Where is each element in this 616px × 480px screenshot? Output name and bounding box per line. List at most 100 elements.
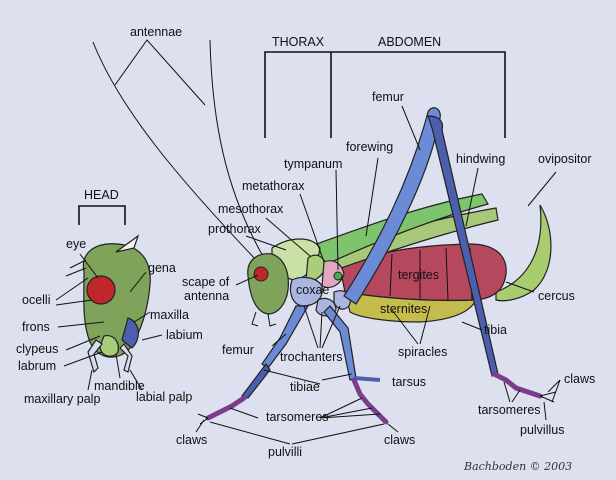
tarsomeres-left-pointer-4: [319, 413, 381, 419]
middle-femur: [323, 305, 357, 381]
label-trochanters: trochanters: [280, 350, 343, 364]
claws-left-pointer: [195, 419, 205, 433]
clypeus-pointer: [65, 335, 101, 351]
label-tarsomeres-right: tarsomeres: [478, 403, 541, 417]
label-tibiae: tibiae: [290, 380, 320, 394]
label-eye: eye: [66, 237, 86, 251]
tympanum-pointer: [335, 169, 339, 271]
label-claws-left: claws: [176, 433, 207, 447]
tibiae-pointer-2: [321, 373, 353, 381]
pointer-lines: [55, 105, 561, 445]
label-tarsus: tarsus: [392, 375, 426, 389]
label-antennae: antennae: [130, 25, 182, 39]
prothorax-pointer: [245, 235, 287, 251]
head-eye: [253, 266, 269, 282]
claws-right-pointer-1: [547, 379, 561, 393]
femur-left-pointer: [271, 333, 287, 347]
abdomen-sternites: [344, 291, 477, 323]
label-scape-line1: scape of: [182, 275, 230, 289]
label-metathorax: metathorax: [242, 179, 305, 193]
tympanum-shape: [333, 271, 343, 281]
legs-group: [197, 107, 557, 425]
mesothorax-pointer: [265, 217, 311, 257]
label-ocelli: ocelli: [22, 293, 51, 307]
label-tibia: tibia: [484, 323, 507, 337]
label-claws-mid: claws: [384, 433, 415, 447]
section-brackets: [78, 51, 506, 225]
head-detail-labial-palp: [119, 343, 133, 373]
hind-femur: [343, 107, 441, 305]
label-labial-palp: labial palp: [136, 390, 192, 404]
label-femur-top: femur: [372, 90, 404, 104]
gena-pointer: [129, 271, 147, 293]
tibia-pointer: [461, 321, 483, 331]
head-detail-antenna-socket: [115, 234, 140, 253]
antenna-short: [209, 39, 265, 259]
head-detail-maxillary-palp: [87, 339, 103, 374]
label-ovipositor: ovipositor: [538, 152, 592, 166]
tarsomeres-left-pointer-3: [319, 407, 373, 419]
antennae-pointer: [114, 39, 206, 106]
label-tympanum: tympanum: [284, 157, 342, 171]
label-tarsomeres-left: tarsomeres: [266, 410, 329, 424]
ovipositor-pointer: [527, 171, 557, 207]
label-abdomen: ABDOMEN: [378, 35, 441, 49]
label-femur-left: femur: [222, 343, 254, 357]
label-coxae: coxae: [296, 283, 329, 297]
tarsomeres-left-pointer-1: [229, 407, 259, 419]
front-tarsus: [205, 395, 247, 421]
label-labrum: labrum: [18, 359, 56, 373]
head-detail-antenna-stub: [65, 259, 87, 277]
middle-tibia: [353, 376, 381, 382]
label-forewing: forewing: [346, 140, 393, 154]
thorax-abdomen-bracket: [264, 51, 506, 138]
front-claws: [197, 413, 209, 425]
front-tibia: [241, 362, 271, 399]
ocelli-pointer-2: [55, 299, 93, 306]
trochanter-pointer-1: [303, 305, 319, 349]
hind-claws: [539, 391, 557, 403]
label-labium: labium: [166, 328, 203, 342]
ocelli-pointer-1: [55, 277, 89, 301]
label-prothorax: prothorax: [208, 222, 262, 236]
label-tergites: tergites: [398, 268, 439, 282]
spiracles-pointer-1: [391, 309, 419, 345]
label-maxilla: maxilla: [150, 308, 189, 322]
eye-pointer: [79, 253, 99, 279]
label-frons: frons: [22, 320, 50, 334]
label-claws-right: claws: [564, 372, 595, 386]
label-mesothorax: mesothorax: [218, 202, 284, 216]
hind-tarsus: [491, 371, 543, 399]
label-hindwing: hindwing: [456, 152, 505, 166]
cercus-pointer: [505, 281, 535, 293]
head-mouthparts: [251, 311, 277, 327]
label-mandible: mandible: [94, 379, 145, 393]
claws-right-pointer-2: [551, 379, 561, 403]
ovipositor-shape: [495, 204, 552, 302]
labium-pointer: [141, 334, 163, 341]
labial-palp-pointer: [129, 369, 143, 391]
label-head: HEAD: [84, 188, 119, 202]
forewing-pointer: [365, 157, 379, 237]
head-detail-maxilla: [121, 317, 139, 349]
head-detail-eye: [86, 275, 116, 305]
label-clypeus: clypeus: [16, 342, 58, 356]
label-gena: gena: [148, 261, 176, 275]
labels-group: antennae THORAX ABDOMEN HEAD eye gena oc…: [16, 25, 595, 473]
maxillary-palp-pointer: [87, 369, 93, 391]
mandible-pointer: [115, 353, 121, 379]
artist-signature: Bachboden © 2003: [463, 460, 572, 473]
label-thorax: THORAX: [272, 35, 325, 49]
head-detail-labrum: [99, 335, 119, 357]
label-pulvilli: pulvilli: [268, 445, 302, 459]
scape-pointer: [235, 274, 259, 286]
tibiae-pointer-1: [263, 369, 321, 385]
tergite-segments: [389, 247, 473, 301]
femur-top-pointer: [401, 105, 421, 151]
trochanter-pointer-2: [319, 311, 323, 349]
tarsomeres-right-pointer-2: [511, 389, 521, 403]
labrum-pointer: [63, 351, 103, 367]
antennae-group: [92, 39, 265, 263]
label-spiracles: spiracles: [398, 345, 447, 359]
